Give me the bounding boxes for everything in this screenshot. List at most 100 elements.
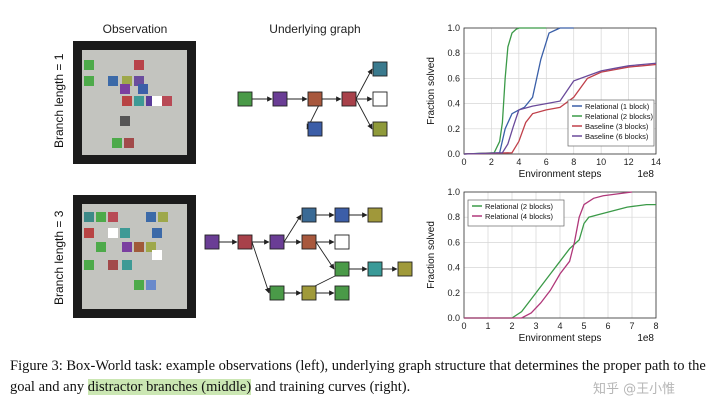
graph-node (334, 285, 350, 301)
graph-node (204, 234, 220, 250)
graph-node (301, 234, 317, 250)
observation-cell (134, 280, 144, 290)
series-line (463, 63, 657, 155)
graph-edge (315, 241, 335, 270)
graph-edge (355, 68, 373, 100)
x-tick-label: 0 (461, 157, 466, 167)
series-line (463, 62, 657, 155)
legend-entry: Relational (2 blocks) (585, 112, 653, 121)
graph-node (334, 261, 350, 277)
graph-node (372, 121, 388, 137)
y-axis-label: Fraction solved (426, 221, 437, 289)
observation-cell (96, 242, 106, 252)
x-tick-label: 1 (485, 321, 490, 331)
observation-cell (146, 96, 156, 106)
x-axis-label: Environment steps (519, 333, 602, 344)
y-tick-label: 0.4 (447, 263, 460, 273)
observation-cell (108, 260, 118, 270)
observation-cell (162, 96, 172, 106)
observation-cell (152, 96, 162, 106)
observation-cell (84, 76, 94, 86)
y-tick-label: 1.0 (447, 23, 460, 33)
graph-node (341, 91, 357, 107)
observation-cell (152, 250, 162, 260)
observation-cell (84, 60, 94, 70)
graph-node (334, 234, 350, 250)
observation-cell (120, 116, 130, 126)
x-multiplier-label: 1e8 (637, 333, 654, 344)
observation-cell (134, 96, 144, 106)
observation-cell (120, 84, 130, 94)
observation-cell (122, 260, 132, 270)
y-tick-label: 0.8 (447, 212, 460, 222)
graph-node (307, 91, 323, 107)
observation-cell (108, 76, 118, 86)
y-tick-label: 0.2 (447, 124, 460, 134)
observation-cell (96, 212, 106, 222)
observation-cell (122, 242, 132, 252)
legend-box (567, 99, 655, 147)
x-tick-label: 4 (516, 157, 521, 167)
observation-cell (112, 138, 122, 148)
graph-node (301, 207, 317, 223)
x-axis-label: Environment steps (519, 169, 602, 180)
legend-entry: Baseline (6 blocks) (585, 132, 649, 141)
graph-node (272, 91, 288, 107)
observation-cell (146, 212, 156, 222)
x-tick-label: 6 (544, 157, 549, 167)
x-tick-label: 2 (489, 157, 494, 167)
observation-cell (84, 228, 94, 238)
observation-cell (134, 242, 144, 252)
row-label-branch-1: Branch length = 1 (52, 53, 66, 148)
graph-edge (283, 214, 302, 243)
y-tick-label: 0.4 (447, 99, 460, 109)
observation-field (82, 50, 187, 155)
observation-cell (122, 76, 132, 86)
x-tick-label: 8 (653, 321, 658, 331)
observation-field (82, 204, 187, 309)
y-tick-label: 0.2 (447, 288, 460, 298)
observation-cell (146, 242, 156, 252)
graph-node (397, 261, 413, 277)
x-tick-label: 5 (581, 321, 586, 331)
x-multiplier-label: 1e8 (637, 169, 654, 180)
x-tick-label: 7 (629, 321, 634, 331)
series-line (463, 27, 547, 155)
legend-box (467, 199, 565, 227)
observation-cell (84, 212, 94, 222)
graph-edge (251, 241, 271, 294)
x-tick-label: 2 (509, 321, 514, 331)
graph-bottom (204, 207, 413, 301)
x-tick-label: 0 (461, 321, 466, 331)
y-tick-label: 0.8 (447, 48, 460, 58)
graph-node (372, 91, 388, 107)
graph-node (301, 285, 317, 301)
legend-entry: Baseline (3 blocks) (585, 122, 649, 131)
observation-cell (84, 260, 94, 270)
series-line (463, 27, 574, 155)
graph-node (237, 234, 253, 250)
caption-highlight: distractor branches (middle) (87, 379, 252, 395)
figure-caption: Figure 3: Box-World task: example observ… (10, 356, 720, 398)
observation-bottom (73, 195, 196, 318)
legend-entry: Relational (1 block) (585, 102, 650, 111)
observation-cell (146, 280, 156, 290)
observation-cell (152, 228, 162, 238)
graph-edge (355, 98, 373, 130)
observation-cell (122, 96, 132, 106)
graph-node (307, 121, 323, 137)
watermark: 知乎 @王小惟 (593, 382, 676, 397)
x-tick-label: 3 (533, 321, 538, 331)
caption-text: Figure 3: Box-World task: example observ… (10, 358, 706, 395)
y-tick-label: 0.0 (447, 149, 460, 159)
series-line (464, 203, 656, 319)
plot-frame (463, 191, 657, 319)
observation-cell (158, 212, 168, 222)
x-tick-label: 10 (596, 157, 606, 167)
x-tick-label: 4 (557, 321, 562, 331)
observation-heading: Observation (102, 22, 168, 36)
x-tick-label: 6 (605, 321, 610, 331)
graph-node (269, 234, 285, 250)
